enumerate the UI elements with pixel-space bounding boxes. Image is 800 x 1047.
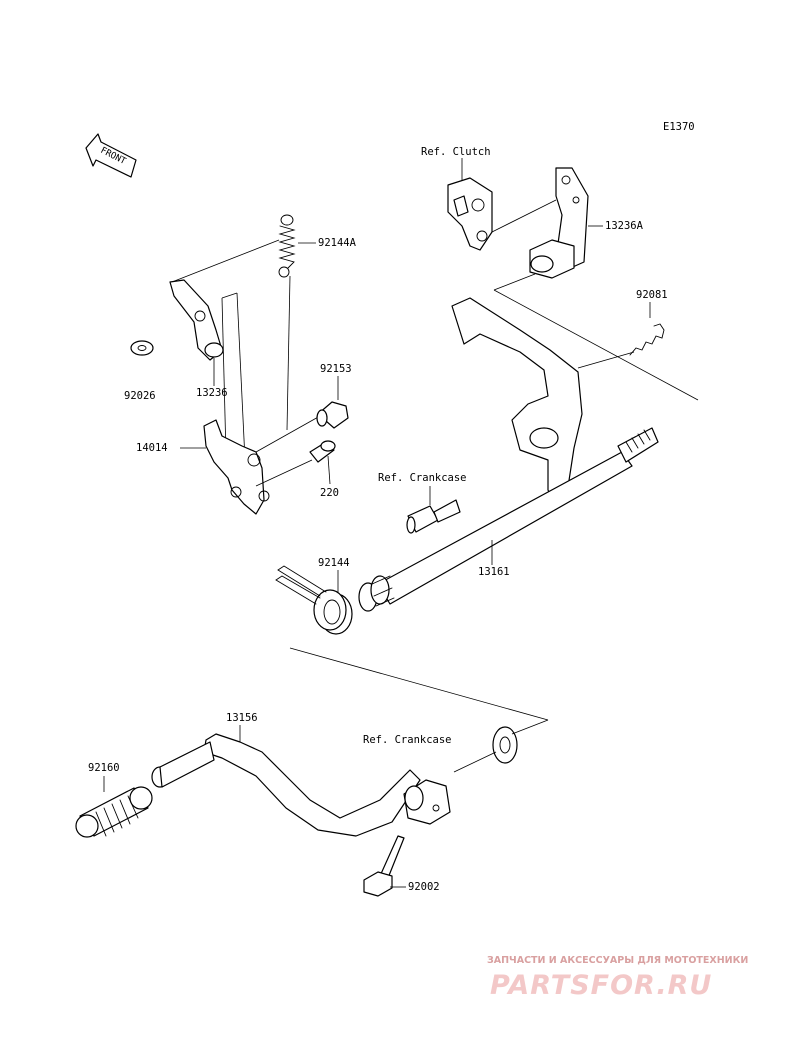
label-92144A: 92144A [318,237,357,249]
part-13236A [529,167,589,279]
watermark-tagline: ЗАПЧАСТИ И АКСЕССУАРЫ ДЛЯ МОТОТЕХНИКИ [487,955,748,966]
label-92153: 92153 [320,363,352,375]
label-13236A: 13236A [605,220,644,232]
part-92026-washer [130,340,154,356]
part-13156-shift-pedal [151,733,451,837]
crankcase-seal-washer [492,726,518,764]
part-92153-bolt [316,401,349,429]
label-14014: 14014 [136,442,168,454]
part-13161-shift-shaft [358,297,659,612]
label-ref-clutch: Ref. Clutch [421,146,491,158]
label-92160: 92160 [88,762,120,774]
part-92160-pedal-rubber [75,786,153,838]
part-92144-torsion-spring [275,565,353,635]
part-220-bolt [309,440,336,463]
crankcase-stopper-bolt [406,499,461,534]
front-arrow-icon: FRONT [85,133,137,178]
diagram-code: E1370 [663,121,695,133]
part-92002-bolt [363,835,405,897]
label-92081: 92081 [636,289,668,301]
label-92026: 92026 [124,390,156,402]
label-13161: 13161 [478,566,510,578]
part-14014-guide [203,419,270,515]
label-ref-crankcase-upper: Ref. Crankcase [378,472,467,484]
label-13156: 13156 [226,712,258,724]
watermark-logo: PARTSFOR.RU [490,970,712,1001]
label-220: 220 [320,487,339,499]
clutch-release-lever [447,177,493,251]
part-92144A-spring [278,214,296,278]
label-13236: 13236 [196,387,228,399]
label-92144: 92144 [318,557,350,569]
label-92002: 92002 [408,881,440,893]
part-92081-spring [577,323,665,369]
part-13236-lever [169,279,224,361]
label-ref-crankcase-lower: Ref. Crankcase [363,734,452,746]
